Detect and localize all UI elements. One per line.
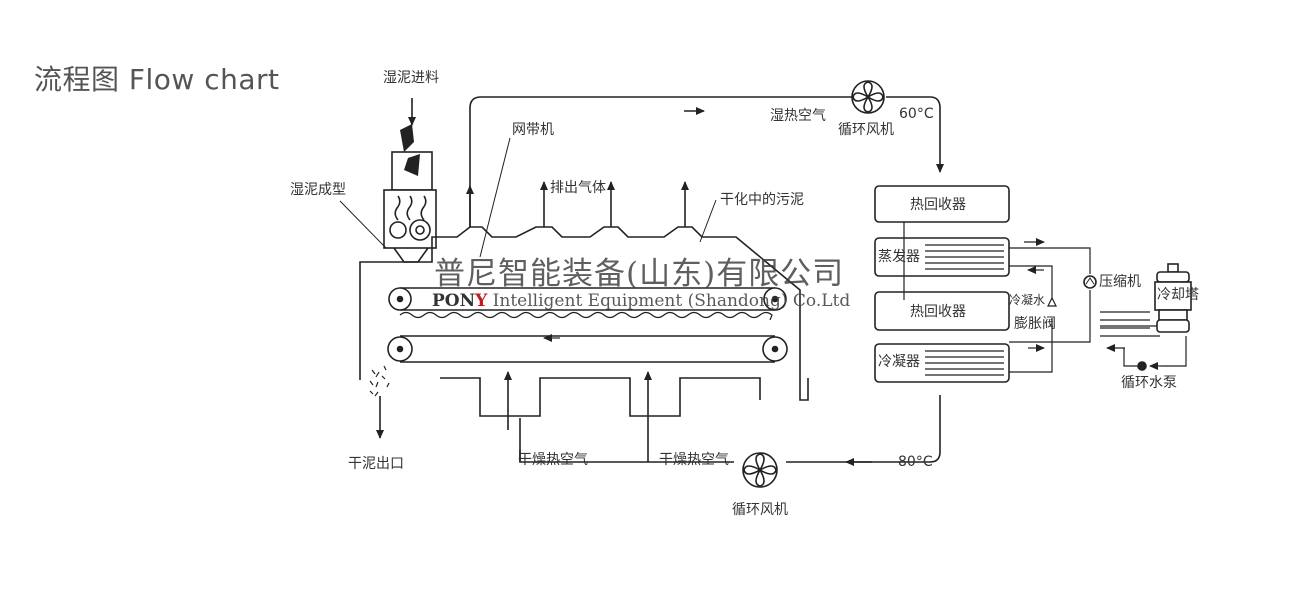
label-wet-hot-air: 湿热空气 xyxy=(770,108,826,124)
heat-recovery-1-box xyxy=(874,185,1010,223)
label-circulating-pump: 循环水泵 xyxy=(1121,375,1177,391)
label-expansion-valve: 膨胀阀 xyxy=(1014,316,1056,332)
compressor-icon xyxy=(1083,275,1097,289)
label-dry-sludge-outlet: 干泥出口 xyxy=(348,456,404,472)
watermark-company-en-text: Intelligent Equipment (Shandong) Co.Ltd xyxy=(487,291,851,311)
lower-belt xyxy=(387,335,788,363)
upper-belt xyxy=(388,287,787,311)
label-evaporator: 蒸发器 xyxy=(878,249,920,265)
heat-recovery-2-box xyxy=(874,291,1010,331)
label-drying-sludge: 干化中的污泥 xyxy=(720,192,804,208)
label-condenser: 冷凝器 xyxy=(878,354,920,370)
evaporator-coil xyxy=(925,244,1004,270)
circulating-pump-icon xyxy=(1137,361,1147,371)
label-dry-hot-air-2: 干燥热空气 xyxy=(659,452,729,468)
feed-funnel xyxy=(393,247,429,263)
cooling-coil xyxy=(1100,311,1150,329)
watermark-brand-y: Y xyxy=(475,291,488,311)
label-temp-top: 60°C xyxy=(899,106,934,122)
label-cooling-tower: 冷却塔 xyxy=(1157,287,1199,303)
dryer-housing xyxy=(359,226,809,401)
sludge-lump-1 xyxy=(400,124,414,152)
watermark-company-en: PONY Intelligent Equipment (Shandong) Co… xyxy=(432,291,850,311)
top-air-duct xyxy=(469,96,852,227)
watermark-company-cn: 普尼智能装备(山东)有限公司 xyxy=(434,256,845,292)
sludge-lump-2 xyxy=(404,154,420,176)
cooling-tower-icon xyxy=(1154,263,1192,333)
expansion-valve-icon xyxy=(1047,296,1057,307)
label-heat-recovery-1: 热回收器 xyxy=(910,197,966,213)
label-wet-sludge-feed: 湿泥进料 xyxy=(383,70,439,86)
page-title: 流程图 Flow chart xyxy=(34,63,280,96)
top-air-duct-right xyxy=(886,96,944,173)
label-compressor: 压缩机 xyxy=(1099,274,1141,290)
label-heat-recovery-2: 热回收器 xyxy=(910,304,966,320)
label-circulating-fan-top: 循环风机 xyxy=(838,122,894,138)
label-wet-sludge-forming: 湿泥成型 xyxy=(290,182,346,198)
bottom-air-duct xyxy=(440,377,761,417)
circulating-fan-bottom-icon xyxy=(742,452,778,488)
label-exhaust-gas: 排出气体 xyxy=(550,180,606,196)
label-circulating-fan-bottom: 循环风机 xyxy=(732,502,788,518)
label-temp-bottom: 80°C xyxy=(898,454,933,470)
condenser-coil xyxy=(925,350,1004,376)
circulating-fan-top-icon xyxy=(851,80,885,114)
sludge-layer xyxy=(399,311,773,321)
dry-sludge-particles xyxy=(369,365,390,397)
label-mesh-belt-machine: 网带机 xyxy=(512,122,554,138)
label-condensate-water: 冷凝水 xyxy=(1009,293,1046,307)
bottom-air-line xyxy=(786,395,941,463)
watermark-brand-pon: PON xyxy=(432,291,476,311)
label-dry-hot-air-1: 干燥热空气 xyxy=(518,452,588,468)
